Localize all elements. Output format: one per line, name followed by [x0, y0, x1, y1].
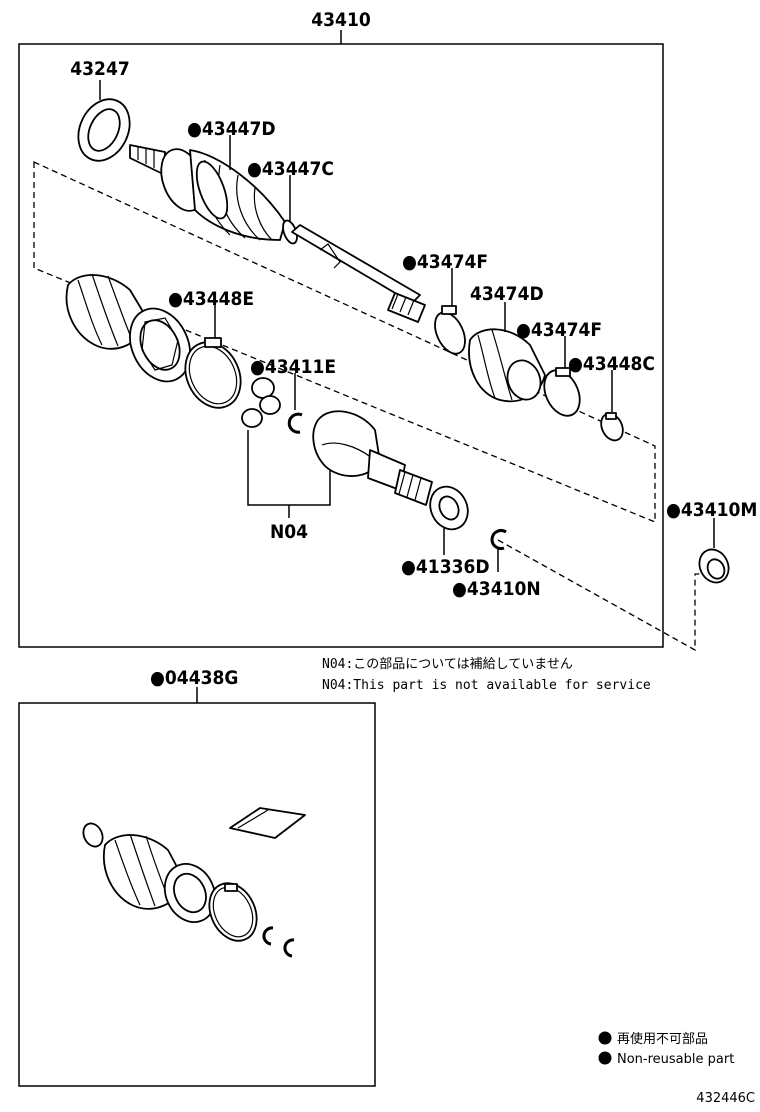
part-41336D-seal — [429, 485, 469, 531]
part-43247-seal — [77, 98, 131, 162]
label-41336D[interactable]: ●41336D — [401, 556, 490, 578]
legend-english: Non-reusable part — [617, 1052, 734, 1067]
label-43474F-b[interactable]: ●43474F — [516, 319, 602, 341]
note-N04-english: N04:This part is not available for servi… — [322, 678, 651, 693]
label-43474F-a[interactable]: ●43474F — [402, 251, 488, 273]
label-43447D[interactable]: ●43447D — [187, 118, 276, 140]
legend-bullet-en — [598, 1051, 612, 1065]
diagram-id: 432446C — [696, 1091, 755, 1106]
label-43247[interactable]: 43247 — [70, 58, 129, 80]
leader-43410M-dashed — [497, 539, 702, 652]
part-43410N-snap-ring — [490, 529, 507, 550]
part-43410M-bearing — [698, 548, 730, 584]
part-43411E-snap-ring — [287, 412, 303, 434]
part-43474F-clamp-b — [543, 367, 581, 417]
drive-shaft — [291, 224, 426, 323]
boot-kit-contents — [82, 807, 306, 958]
label-43474D[interactable]: 43474D — [470, 283, 544, 305]
part-43448C-clamp — [600, 412, 624, 442]
part-43474F-clamp-a — [434, 305, 466, 355]
label-43410M[interactable]: ●43410M — [666, 499, 757, 521]
tripod-joint — [241, 377, 281, 428]
inboard-joint-housing — [312, 410, 433, 506]
legend-bullet-jp — [598, 1031, 612, 1045]
label-43448C[interactable]: ●43448C — [568, 353, 655, 375]
label-43411E[interactable]: ●43411E — [250, 356, 336, 378]
label-43410[interactable]: 43410 — [311, 9, 371, 31]
label-04438G[interactable]: ●04438G — [150, 667, 238, 689]
label-43448E[interactable]: ●43448E — [168, 288, 254, 310]
label-43447C[interactable]: ●43447C — [247, 158, 334, 180]
label-N04[interactable]: N04 — [270, 521, 308, 543]
note-N04-japanese: N04:この部品については補給していません — [322, 657, 573, 672]
outboard-joint-assembly — [129, 144, 298, 245]
legend-japanese: 再使用不可部品 — [617, 1031, 708, 1047]
part-43448E-clamp — [184, 337, 242, 409]
outboard-boot-kit — [65, 273, 191, 383]
label-43410N[interactable]: ●43410N — [452, 578, 541, 600]
part-43474D-boot — [468, 328, 546, 403]
